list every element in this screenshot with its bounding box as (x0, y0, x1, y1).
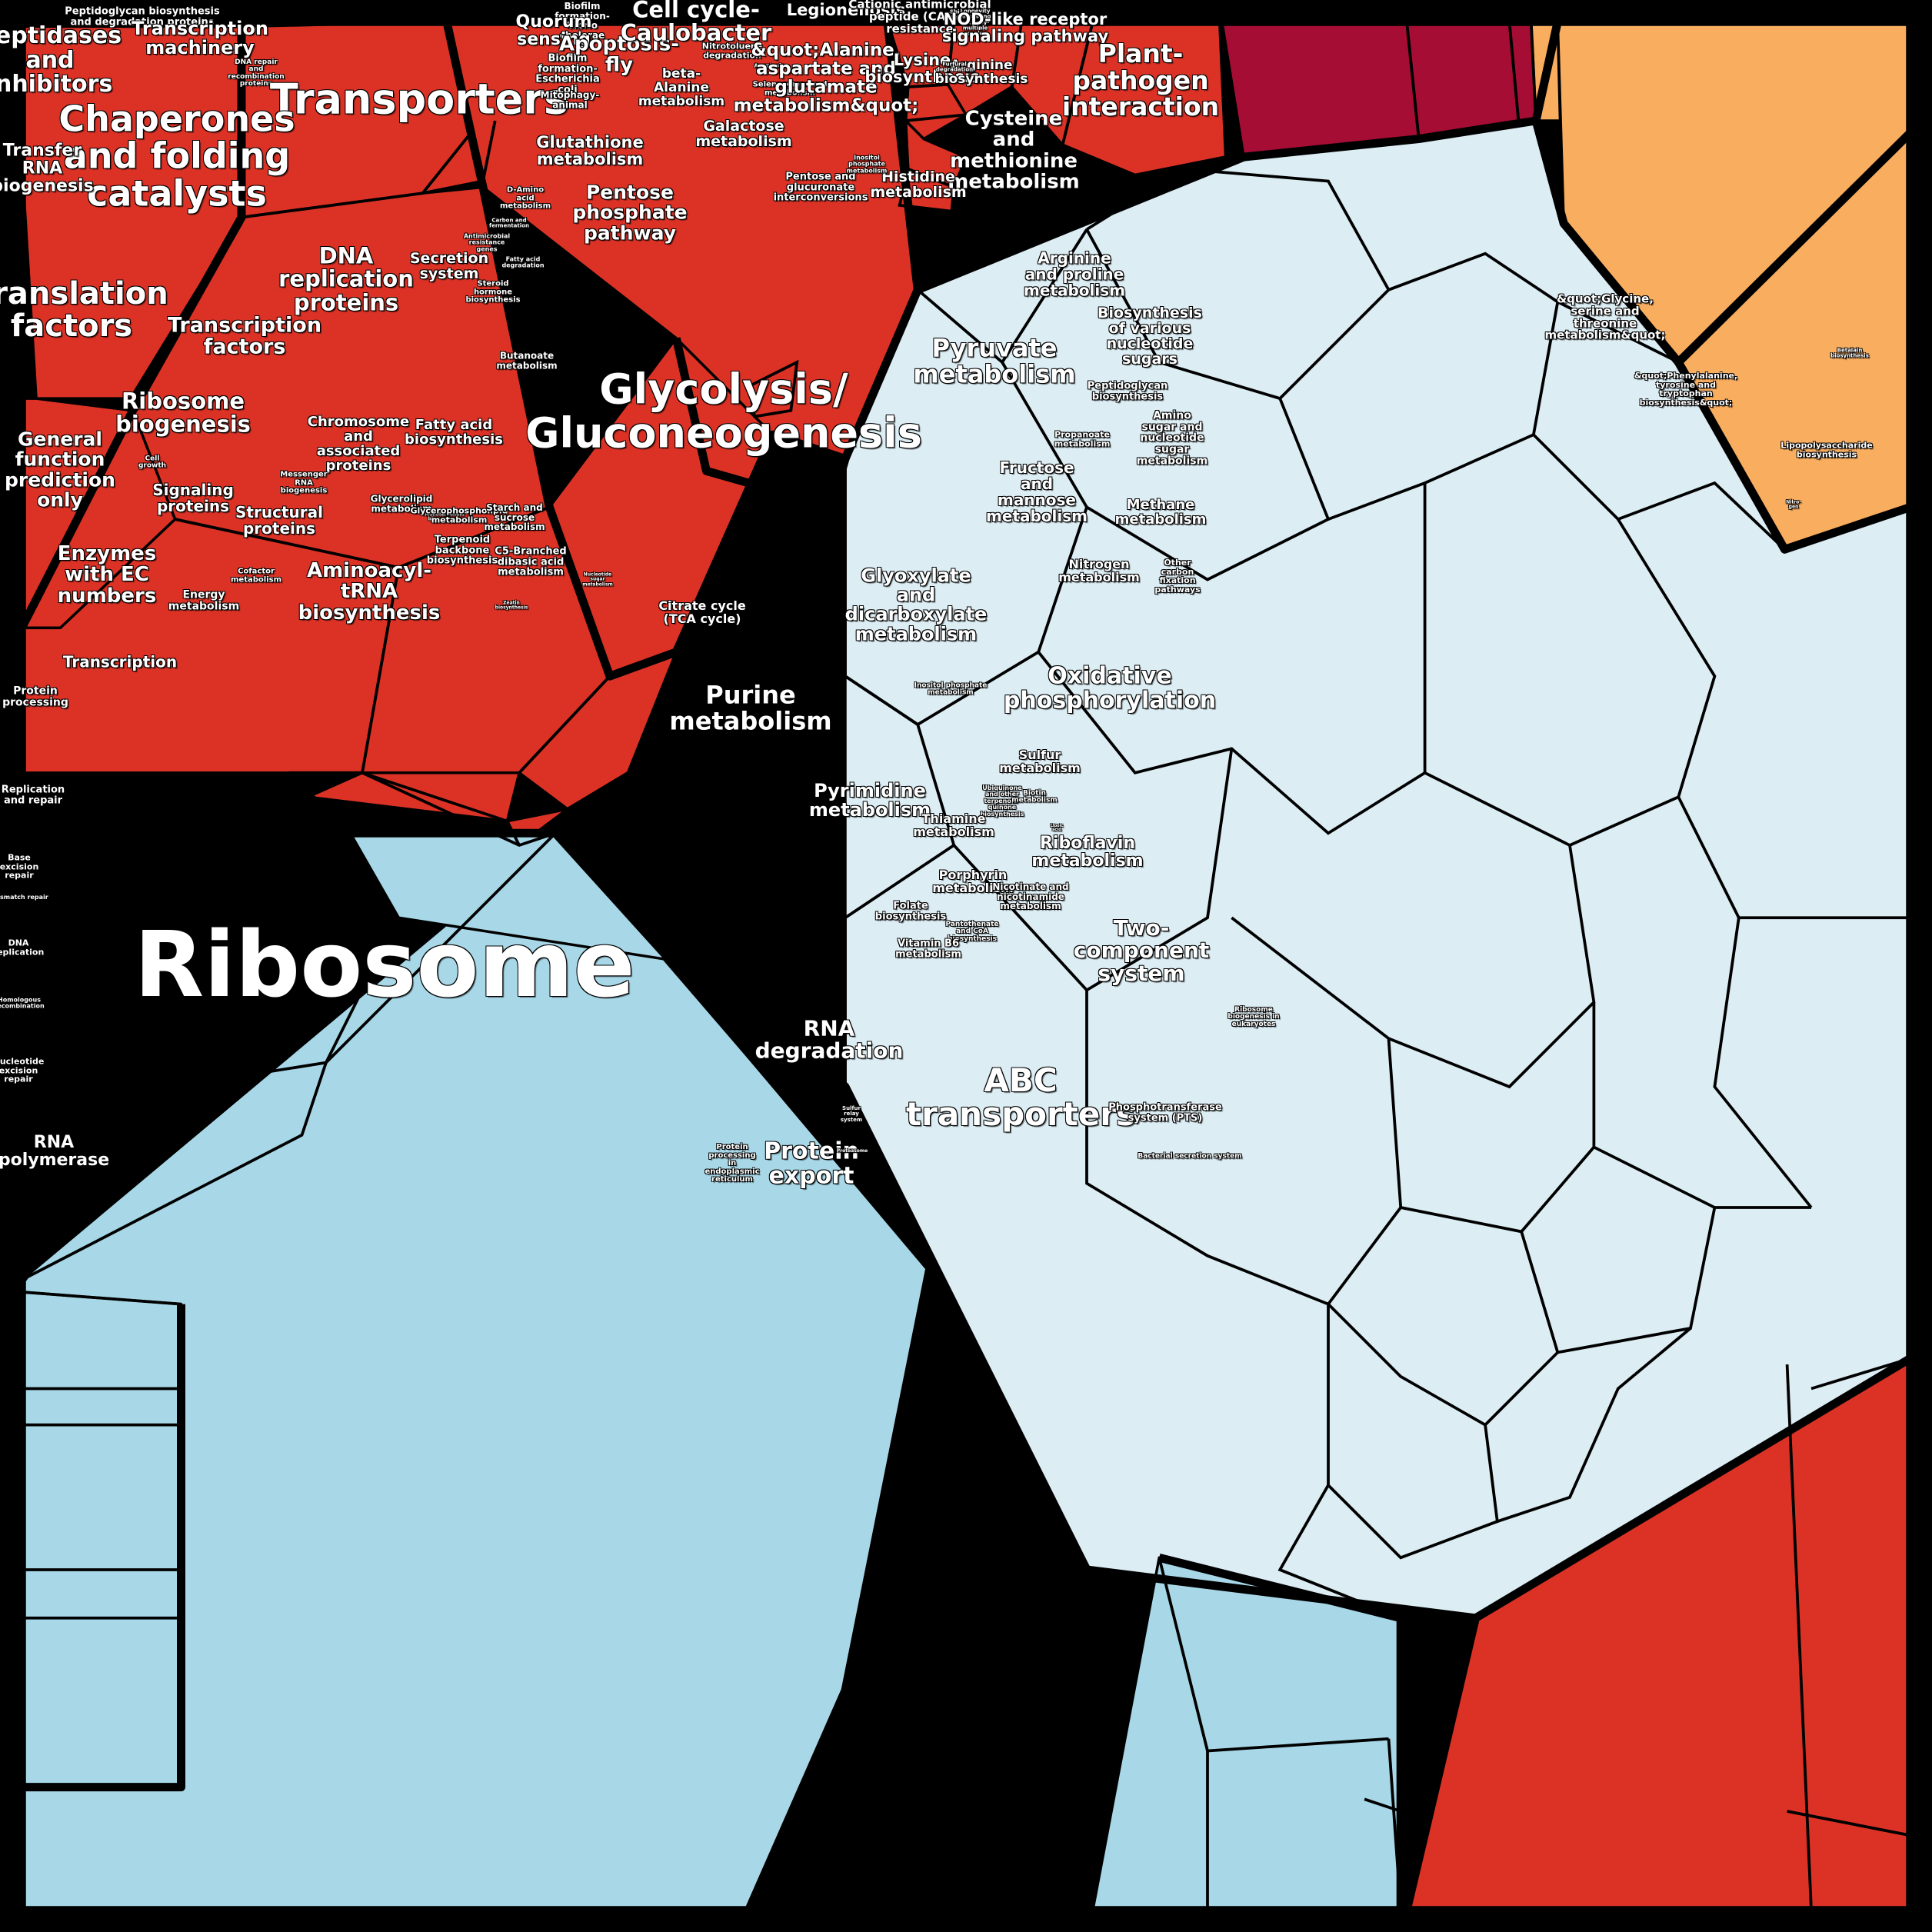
cell-divider (898, 167, 954, 213)
cell-divider (325, 917, 400, 1064)
cell-divider (1532, 433, 1786, 551)
cell-divider (1785, 1364, 1813, 1910)
group-border (744, 1267, 934, 1912)
cell-divider (1810, 1357, 1911, 1391)
cell-divider (21, 1062, 328, 1281)
group-border (17, 17, 1915, 1915)
cell-divider (1327, 1304, 1499, 1560)
cell-divider (747, 771, 847, 1087)
cell-divider (675, 917, 846, 1088)
cell-divider (1327, 251, 1560, 521)
voronoi-cell (20, 1291, 183, 1789)
cell-divider (361, 567, 400, 774)
cell-divider (1277, 1484, 1401, 1620)
cell-divider (348, 832, 400, 919)
cell-divider (505, 820, 521, 846)
cell-divider (1497, 1327, 1692, 1523)
group-border (1675, 129, 1914, 365)
cell-divider (22, 771, 556, 848)
cell-divider (1085, 990, 1403, 1306)
cell-divider (22, 1291, 182, 1306)
cell-divider (1677, 361, 1787, 551)
cell-divider (361, 771, 629, 823)
cell-divider (676, 844, 798, 920)
group-border (442, 21, 1246, 681)
cell-divider (1037, 483, 1427, 835)
cell-divider (1061, 21, 1094, 145)
voronoi-cell (1221, 20, 1421, 158)
group-border (883, 21, 922, 291)
cell-divider (1529, 22, 1537, 122)
cell-divider (1557, 300, 1680, 364)
cell-divider (886, 21, 956, 89)
cell-divider (1787, 1810, 1911, 1837)
cell-divider (747, 359, 799, 418)
group-border (671, 337, 847, 488)
cell-divider (1231, 844, 1596, 1089)
cell-divider (1677, 796, 1910, 920)
group-border (18, 26, 246, 630)
cell-divider (1364, 1797, 1401, 1813)
cell-divider (952, 748, 1234, 992)
cell-divider (422, 120, 497, 195)
cell-divider (288, 771, 351, 834)
cell-divider (240, 771, 362, 918)
cell-divider (1001, 361, 1331, 581)
cell-divider (1562, 222, 1680, 364)
cell-divider (965, 21, 1024, 116)
cell-divider (518, 675, 611, 774)
cell-divider (1405, 22, 1421, 139)
cell-divider (1507, 22, 1521, 128)
cell-divider (1061, 143, 1226, 177)
cell-divider (1424, 518, 1717, 848)
cell-divider (1713, 917, 1813, 1209)
voronoi-cell (1405, 20, 1521, 141)
group-border (1531, 21, 1562, 122)
cell-divider (1400, 1002, 1596, 1234)
cell-divider (1387, 1738, 1403, 1910)
